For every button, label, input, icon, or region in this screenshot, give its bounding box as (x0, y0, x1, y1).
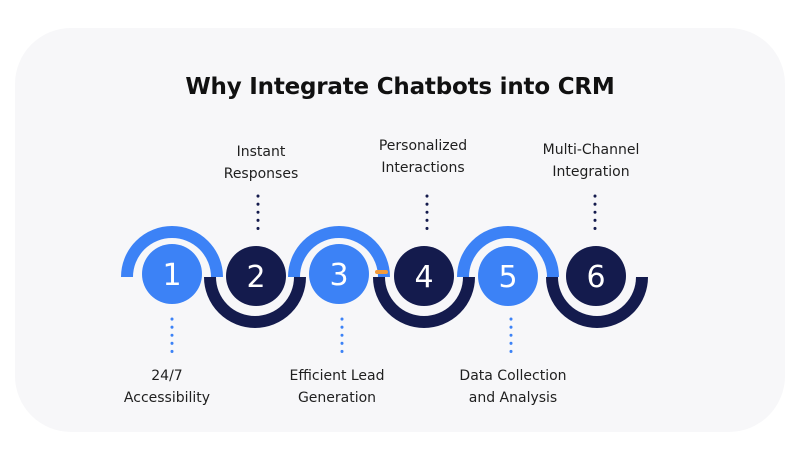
infographic-card (15, 28, 785, 432)
step-circle-4 (394, 246, 454, 306)
step-label-2: Instant Responses (223, 144, 299, 182)
step-circle-3 (309, 244, 369, 304)
step-circle-5 (478, 246, 538, 306)
step-number-6: 6 (586, 260, 605, 295)
step-number-2: 2 (246, 260, 265, 295)
step-label-4: Personalized Interactions (378, 138, 468, 176)
step-number-1: 1 (162, 258, 181, 293)
step-label-6: Multi-Channel Integration (542, 142, 640, 180)
step-number-4: 4 (414, 260, 433, 295)
arc-6 (546, 276, 648, 328)
arc-3 (288, 226, 390, 278)
arc-4 (373, 276, 475, 328)
step-number-5: 5 (498, 260, 517, 295)
step-circle-1 (142, 244, 202, 304)
step-circle-2 (226, 246, 286, 306)
step-label-1: 24/7 Accessibility (123, 368, 211, 406)
step-circle-6 (566, 246, 626, 306)
arc-5 (457, 226, 559, 278)
step-label-3: Efficient Lead Generation (289, 368, 385, 406)
arc-1 (121, 226, 223, 278)
step-label-5: Data Collection and Analysis (459, 368, 567, 406)
step-number-3: 3 (329, 258, 348, 293)
page-title: Why Integrate Chatbots into CRM (185, 74, 615, 100)
arc-2 (204, 276, 306, 328)
